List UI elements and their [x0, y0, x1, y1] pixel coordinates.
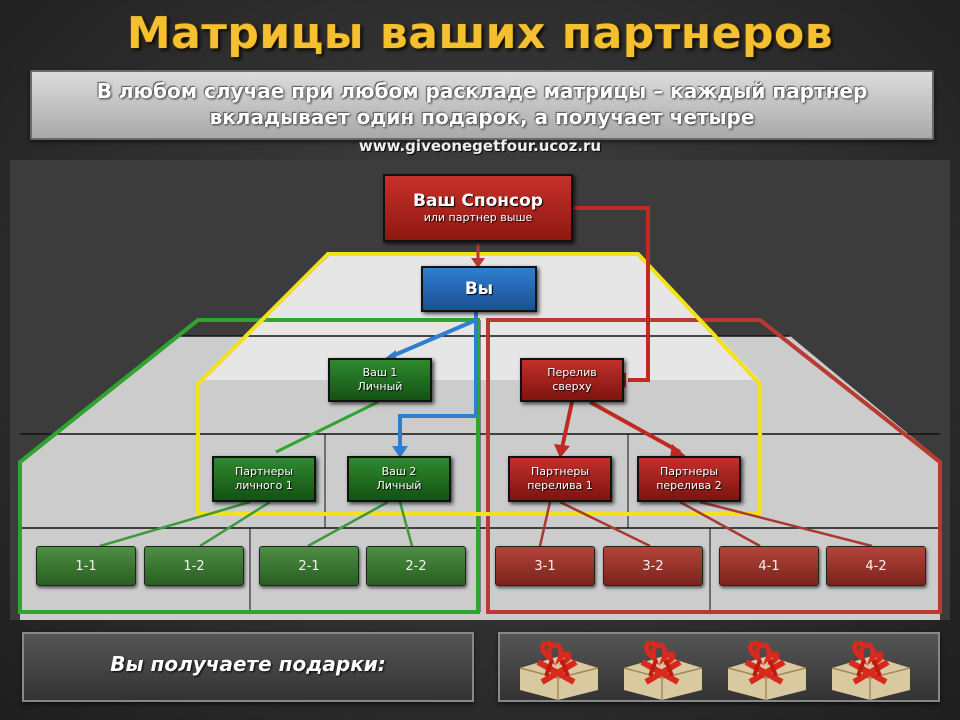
personal-1-line-2: Личный — [357, 380, 403, 393]
personal-2-line-1: Ваш 2 — [381, 465, 417, 478]
red-connector — [679, 500, 761, 548]
overflow-line-1: Перелив — [547, 366, 597, 379]
gift-icon — [831, 640, 911, 700]
personal-2-node: Ваш 2 Личный — [347, 456, 451, 502]
leaf-node: 1-2 — [144, 546, 244, 586]
leaf-node: 2-1 — [259, 546, 359, 586]
arrow-overflow-to-po2 — [589, 400, 681, 454]
leaf-node: 3-1 — [495, 546, 595, 586]
arrowhead-icon — [392, 446, 408, 458]
top-light-zone — [200, 255, 760, 380]
green-connector — [99, 500, 251, 548]
sponsor-label: Ваш Спонсор — [413, 191, 543, 211]
leaf-node: 3-2 — [603, 546, 703, 586]
page-title: Матрицы ваших партнеров — [126, 8, 834, 59]
website-url: www.giveonegetfour.ucoz.ru — [358, 137, 602, 155]
green-connector — [199, 500, 271, 548]
subtitle-line-1: В любом случае при любом раскладе матриц… — [96, 79, 868, 103]
partners-overflow-1-line-2: перелива 1 — [527, 479, 593, 492]
green-zone-outline — [18, 318, 480, 614]
gift-icon — [727, 640, 807, 700]
red-connector — [559, 500, 651, 548]
arrow-you-to-personal2 — [398, 320, 478, 448]
subtitle-banner: В любом случае при любом раскладе матриц… — [30, 70, 934, 140]
you-label: Вы — [464, 279, 494, 299]
overflow-line-2: сверху — [552, 380, 592, 393]
green-connector — [275, 400, 379, 454]
arrowhead-icon — [670, 444, 688, 458]
leaf-node: 2-2 — [366, 546, 466, 586]
leaf-node: 4-2 — [826, 546, 926, 586]
overflow-node: Перелив сверху — [520, 358, 624, 402]
arrowhead-icon — [554, 444, 570, 458]
leaf-node: 1-1 — [36, 546, 136, 586]
subtitle-text: В любом случае при любом раскладе матриц… — [32, 78, 932, 130]
partners-personal-1-line-1: Партнеры — [234, 465, 294, 478]
partners-overflow-2-line-2: перелива 2 — [656, 479, 722, 492]
green-connector — [398, 501, 414, 547]
you-node: Вы — [421, 266, 537, 312]
arrow-sponsor-to-overflow — [572, 206, 650, 382]
partners-overflow-1-line-1: Партнеры — [530, 465, 590, 478]
partners-overflow-2-node: Партнеры перелива 2 — [637, 456, 741, 502]
red-zone-outline — [486, 318, 942, 614]
red-connector — [538, 501, 552, 547]
personal-1-line-1: Ваш 1 — [362, 366, 398, 379]
gift-icon — [519, 640, 599, 700]
partners-overflow-2-line-1: Партнеры — [659, 465, 719, 478]
subtitle-line-2: вкладывает один подарок, а получает четы… — [209, 105, 755, 129]
receive-gifts-text: Вы получаете подарки: — [110, 652, 386, 676]
partners-overflow-1-node: Партнеры перелива 1 — [508, 456, 612, 502]
arrowhead-icon — [471, 258, 485, 268]
gift-icon — [623, 640, 703, 700]
receive-gifts-banner: Вы получаете подарки: — [22, 632, 474, 702]
yellow-zone-outline — [196, 252, 762, 516]
sponsor-sublabel: или партнер выше — [423, 211, 533, 224]
leaf-node: 4-1 — [719, 546, 819, 586]
personal-2-line-2: Личный — [376, 479, 422, 492]
partners-personal-1-node: Партнеры личного 1 — [212, 456, 316, 502]
personal-1-node: Ваш 1 Личный — [328, 358, 432, 402]
gifts-panel — [498, 632, 940, 702]
arrow-overflow-to-po1 — [560, 401, 574, 449]
red-connector — [699, 500, 873, 548]
green-connector — [307, 500, 389, 548]
sponsor-node: Ваш Спонсор или партнер выше — [383, 174, 573, 242]
partners-personal-1-line-2: личного 1 — [235, 479, 293, 492]
